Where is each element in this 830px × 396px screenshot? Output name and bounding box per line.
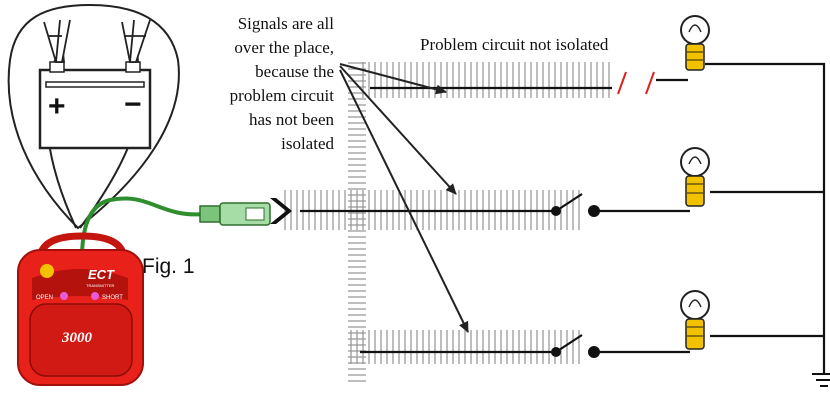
device-model: ECT [88,267,115,282]
device-sub: TRANSMITTER [86,283,115,288]
signal-arrows [339,63,469,333]
signals-note-line: has not been [249,110,334,129]
green-lead [80,196,206,259]
probe-connector [199,202,271,226]
signals-note: Signals are all over the place, because … [192,12,334,156]
switch-contact [551,206,561,216]
switch-contact [588,205,600,217]
figure-label: Fig. 1 [142,255,195,278]
signals-note-line: because the [255,62,334,81]
not-isolated-label: Problem circuit not isolated [420,35,609,54]
battery-negative: − [124,88,142,121]
signals-note-line: over the place, [234,38,334,57]
device-number: 3000 [61,330,93,346]
signals-note-line: problem circuit [229,86,334,105]
device-short-label: SHORT [102,295,123,301]
switch-contact [588,346,600,358]
battery [38,61,152,150]
clip-right-icon [121,19,151,63]
ect-transmitter [17,232,144,386]
bulb-icon [680,15,710,71]
signal-injection-icon [270,198,292,224]
device-open-label: OPEN [36,295,53,301]
ground-icon [812,373,830,387]
signals-note-line: Signals are all [237,14,334,33]
battery-positive: + [48,90,66,123]
battery-lead-loop [7,3,180,230]
clip-left-icon [43,19,71,63]
fault-break-icon [617,71,655,95]
signals-note-line: isolated [281,134,334,153]
switch-contact [551,347,561,357]
bulb-icon [680,147,710,207]
bulb-icon [680,290,710,350]
circuit-wires [300,62,826,374]
